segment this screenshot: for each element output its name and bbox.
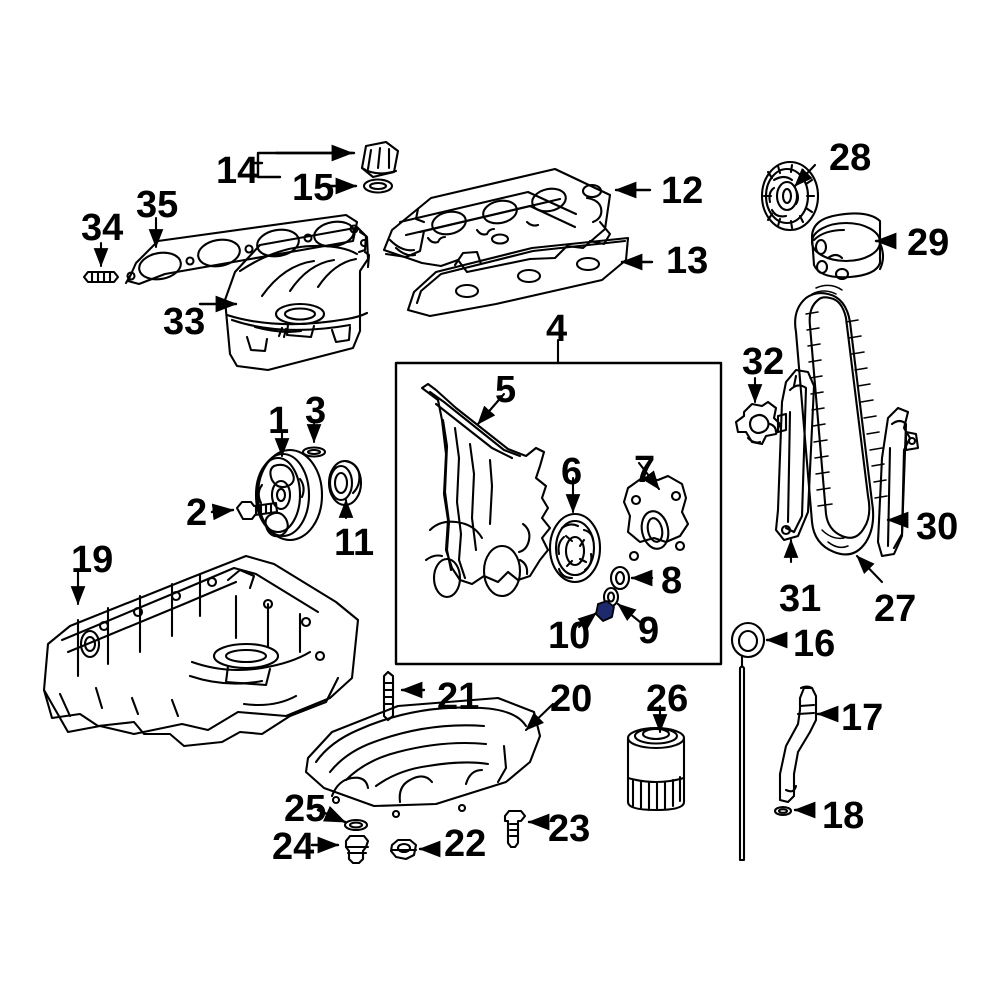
callout-label-12: 12 — [661, 170, 704, 212]
callout-label-15: 15 — [292, 167, 335, 209]
callout-label-11: 11 — [334, 522, 375, 564]
part-31-chain-guide-left — [774, 368, 816, 542]
callout-label-5: 5 — [495, 369, 517, 411]
part-20-oil-pan — [304, 696, 542, 819]
callout-label-8: 8 — [661, 560, 683, 602]
part-29-vvt-actuator — [810, 212, 885, 281]
part-17-dipstick-tube — [778, 685, 818, 804]
part-6-oil-pump-rotor — [548, 512, 602, 584]
part-13-valve-cover-gasket — [406, 233, 630, 318]
part-2-pulley-bolt — [235, 500, 279, 521]
part-14-oil-filler-cap — [360, 140, 400, 179]
callout-label-31: 31 — [779, 578, 822, 620]
callout-label-2: 2 — [186, 492, 208, 534]
part-7-oil-pump-housing — [622, 474, 690, 562]
callout-label-26: 26 — [646, 678, 689, 720]
part-21-oil-pan-stud — [382, 670, 395, 722]
callout-label-29: 29 — [907, 222, 950, 264]
callout-label-3: 3 — [305, 390, 327, 432]
callout-label-33: 33 — [163, 301, 206, 343]
callout-label-20: 20 — [550, 678, 593, 720]
callout-label-9: 9 — [638, 610, 660, 652]
callout-label-23: 23 — [548, 808, 591, 850]
part-11-crankshaft-seal — [327, 459, 363, 507]
part-30-chain-guide-right — [876, 406, 920, 558]
callout-label-4: 4 — [546, 308, 568, 350]
callout-label-34: 34 — [81, 207, 124, 249]
part-19-lower-crankcase — [42, 554, 360, 748]
part-23-oil-pan-bolt — [503, 809, 527, 849]
part-28-crank-sprocket — [760, 160, 820, 232]
part-22-nut — [389, 838, 418, 861]
callout-label-19: 19 — [71, 539, 114, 581]
part-10-relief-plug — [595, 600, 615, 622]
part-1-crankshaft-pulley — [254, 448, 324, 542]
callout-label-30: 30 — [916, 506, 959, 548]
part-26-oil-filter — [626, 726, 686, 812]
part-8-o-ring — [609, 565, 631, 591]
part-18-tube-o-ring — [773, 805, 793, 817]
callout-label-1: 1 — [268, 400, 290, 442]
part-35-intake-manifold-gasket — [124, 213, 359, 286]
callout-label-24: 24 — [272, 826, 315, 868]
part-34-stud-bolt — [82, 270, 120, 284]
part-33-intake-manifold — [223, 225, 371, 372]
callout-label-6: 6 — [561, 451, 583, 493]
callout-label-14: 14 — [216, 150, 259, 192]
callout-label-25: 25 — [284, 788, 327, 830]
callout-label-18: 18 — [822, 795, 865, 837]
callout-label-16: 16 — [793, 623, 836, 665]
part-16-dipstick — [730, 621, 766, 862]
part-27-timing-chain — [794, 284, 888, 556]
callout-label-21: 21 — [437, 676, 480, 718]
callout-label-10: 10 — [548, 615, 591, 657]
callout-label-27: 27 — [874, 588, 917, 630]
part-12-valve-cover — [382, 167, 612, 274]
part-24-oil-drain-plug — [344, 834, 370, 865]
callout-label-17: 17 — [841, 697, 884, 739]
callout-label-28: 28 — [829, 137, 872, 179]
callout-label-35: 35 — [136, 184, 179, 226]
part-25-drain-plug-gasket — [343, 818, 369, 832]
callout-label-7: 7 — [634, 449, 656, 491]
callout-label-32: 32 — [742, 341, 785, 383]
callout-label-13: 13 — [666, 240, 709, 282]
part-3-o-ring — [301, 446, 327, 458]
part-32-chain-tensioner — [734, 400, 782, 446]
callout-label-22: 22 — [444, 823, 487, 865]
part-5-timing-chain-cover — [420, 382, 552, 599]
part-15-filler-cap-gasket — [362, 178, 394, 194]
